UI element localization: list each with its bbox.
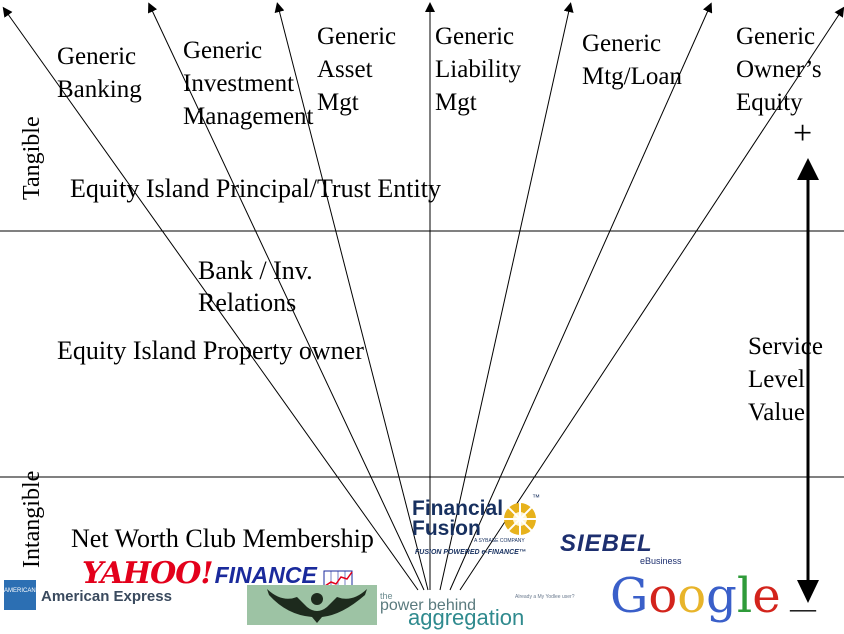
- column-text: Mtg/Loan: [582, 63, 682, 90]
- column-generic-investment: Generic Investment Management: [183, 34, 314, 133]
- column-text: Owner’s: [736, 56, 822, 83]
- column-text: Generic: [435, 23, 515, 50]
- fan-arrow-6: [449, 2, 713, 591]
- service-text: Service: [748, 333, 823, 360]
- power-behind-text: power behind: [380, 597, 477, 614]
- property-owner-label: Equity Island Property owner: [57, 336, 364, 365]
- column-text: Equity: [736, 89, 803, 116]
- fan-arrow-5: [439, 2, 574, 591]
- service-text: Level: [748, 366, 805, 393]
- column-generic-owners-equity: Generic Owner’s Equity: [736, 20, 822, 119]
- yahoo-wordmark: YAHOO!: [82, 556, 214, 591]
- aggregation-text: aggregation: [408, 605, 525, 630]
- google-letter: G: [610, 568, 649, 624]
- column-generic-liability: Generic Liability Mgt: [435, 20, 521, 119]
- column-text: Liability: [435, 56, 522, 83]
- person-figure-icon: [267, 589, 367, 623]
- bank-relations-label-line2: Relations: [198, 288, 297, 317]
- tangible-label: Tangible: [19, 116, 45, 200]
- yahoo-finance-logo: YAHOO!FINANCE: [82, 556, 353, 591]
- column-text: Generic: [183, 37, 263, 64]
- column-text: Generic: [57, 43, 137, 70]
- the-text: the: [380, 591, 393, 601]
- arrow-fan: [2, 2, 844, 591]
- google-letter: o: [648, 568, 678, 624]
- service-level-double-arrow: [797, 158, 819, 603]
- siebel-ebusiness-text: eBusiness: [640, 556, 682, 566]
- google-letter: o: [677, 568, 707, 624]
- column-generic-asset: Generic Asset Mgt: [317, 20, 396, 119]
- amex-wordmark: American Express: [41, 588, 172, 605]
- google-letter: e: [752, 568, 781, 624]
- fan-arrow-3: [274, 2, 429, 591]
- financial-fusion-logo: Financial Fusion ™ A SYBASE COMPANY FUSI…: [412, 493, 552, 557]
- yodlee-user-link[interactable]: Already a My Yodlee user?: [515, 594, 575, 600]
- financial-fusion-wordmark: Financial Fusion: [412, 497, 504, 540]
- column-generic-banking: Generic Banking: [57, 40, 142, 106]
- amex-card-icon: AMERICAN EXPRESS: [4, 580, 66, 610]
- column-text: Mgt: [317, 89, 359, 116]
- service-text: Value: [748, 399, 805, 426]
- column-text: Generic: [582, 30, 662, 57]
- google-letter: l: [736, 568, 753, 624]
- fusion-tagline: FUSION POWERED e-FINANCE™: [415, 549, 526, 556]
- trademark-mark: ™: [532, 493, 540, 502]
- column-text: Generic: [317, 23, 397, 50]
- service-level-value-label: Service Level Value: [748, 330, 823, 429]
- principal-trust-entity-label: Equity Island Principal/Trust Entity: [70, 174, 441, 203]
- bank-relations-label-line1: Bank / Inv.: [198, 256, 313, 285]
- column-text: Asset: [317, 56, 373, 83]
- column-generic-mtg-loan: Generic Mtg/Loan: [582, 27, 682, 93]
- column-text: Mgt: [435, 89, 477, 116]
- fan-arrow-1: [2, 6, 419, 591]
- column-text: Management: [183, 103, 314, 130]
- intangible-label: Intangible: [19, 470, 45, 568]
- net-worth-club-label: Net Worth Club Membership: [71, 524, 374, 553]
- fan-arrow-2: [148, 2, 425, 591]
- siebel-logo: SIEBEL eBusiness: [560, 530, 682, 567]
- fan-arrow-7: [459, 6, 844, 591]
- plus-sign: +: [793, 115, 813, 152]
- column-text: Investment: [183, 70, 295, 97]
- aggregator-banner-image: [247, 585, 377, 625]
- column-text: Banking: [57, 76, 142, 103]
- sunburst-icon: [502, 501, 538, 537]
- minus-sign: —: [790, 594, 816, 623]
- column-text: Generic: [736, 23, 816, 50]
- finance-wordmark: FINANCE: [214, 562, 317, 588]
- siebel-wordmark: SIEBEL: [560, 530, 653, 557]
- google-logo: Google: [610, 568, 781, 624]
- google-letter: g: [706, 568, 737, 624]
- google-wordmark: Google: [610, 568, 781, 624]
- sybase-company-text: A SYBASE COMPANY: [474, 538, 525, 544]
